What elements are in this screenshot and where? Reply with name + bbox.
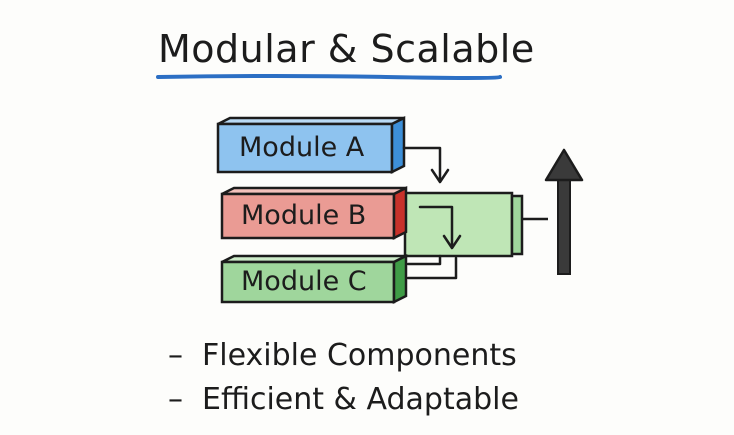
bullet-text: Efficient & Adaptable [202,382,519,417]
bullet-item: –Efficient & Adaptable [168,382,519,426]
bullet-text: Flexible Components [202,338,517,373]
module-c-label: Module C [241,266,367,298]
module-a-label: Module A [239,132,364,164]
bullet-list: –Flexible Components –Efficient & Adapta… [168,338,519,426]
bullet-dash: – [168,382,202,418]
module-b-label: Module B [241,200,366,232]
up-arrow-icon [546,150,582,274]
combined-block [405,193,548,256]
bullet-item: –Flexible Components [168,338,519,382]
bullet-dash: – [168,338,202,374]
